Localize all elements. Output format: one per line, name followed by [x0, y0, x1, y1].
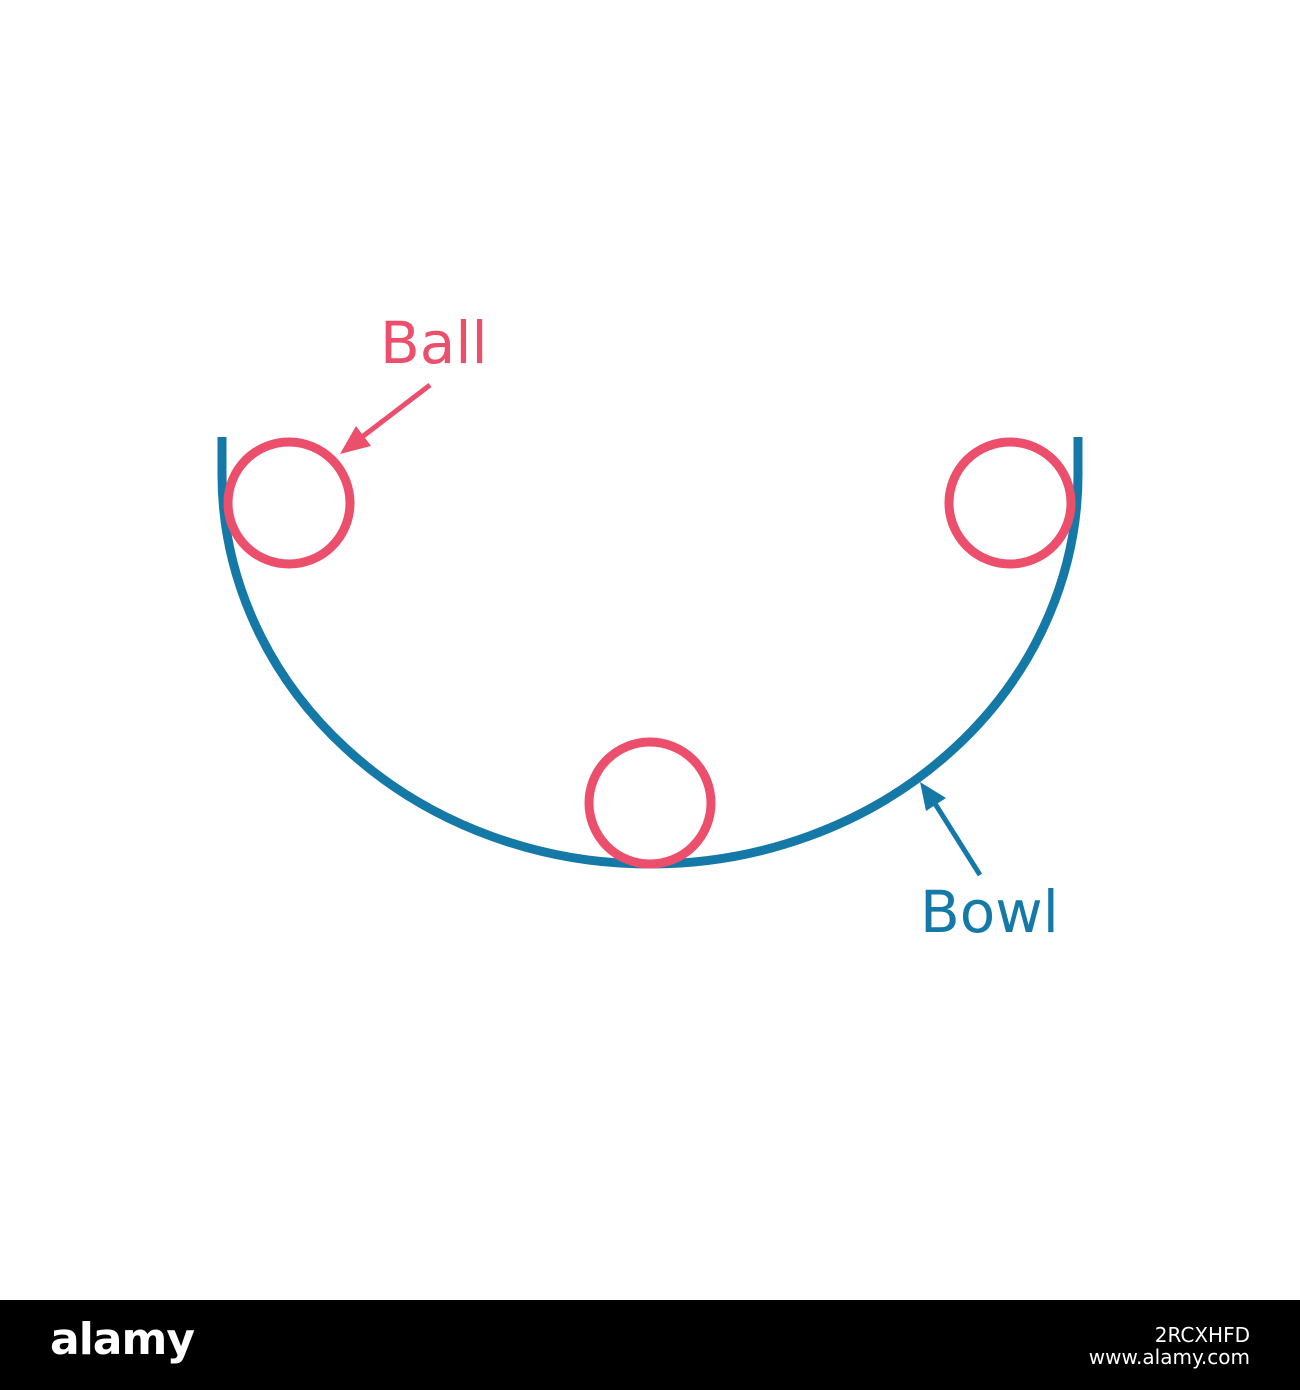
bowl-ball-diagram: Ball Bowl — [217, 309, 1083, 946]
site-url: www.alamy.com — [1088, 1345, 1250, 1369]
bowl-arrow — [920, 782, 983, 877]
image-id-block: 2RCXHFD www.alamy.com — [1089, 1324, 1250, 1368]
ball-right — [944, 437, 1076, 569]
bowl-label: Bowl — [920, 878, 1059, 946]
ball-bottom — [584, 737, 716, 869]
ball-left — [223, 437, 355, 569]
alamy-logo: alamy — [50, 1314, 195, 1365]
diagram-canvas: Ball Bowl — [217, 309, 1083, 946]
watermark-footer: alamy 2RCXHFD www.alamy.com — [0, 1300, 1300, 1390]
ball-arrow — [340, 383, 432, 454]
ball-label: Ball — [380, 309, 488, 377]
image-id: 2RCXHFD — [1154, 1323, 1250, 1347]
